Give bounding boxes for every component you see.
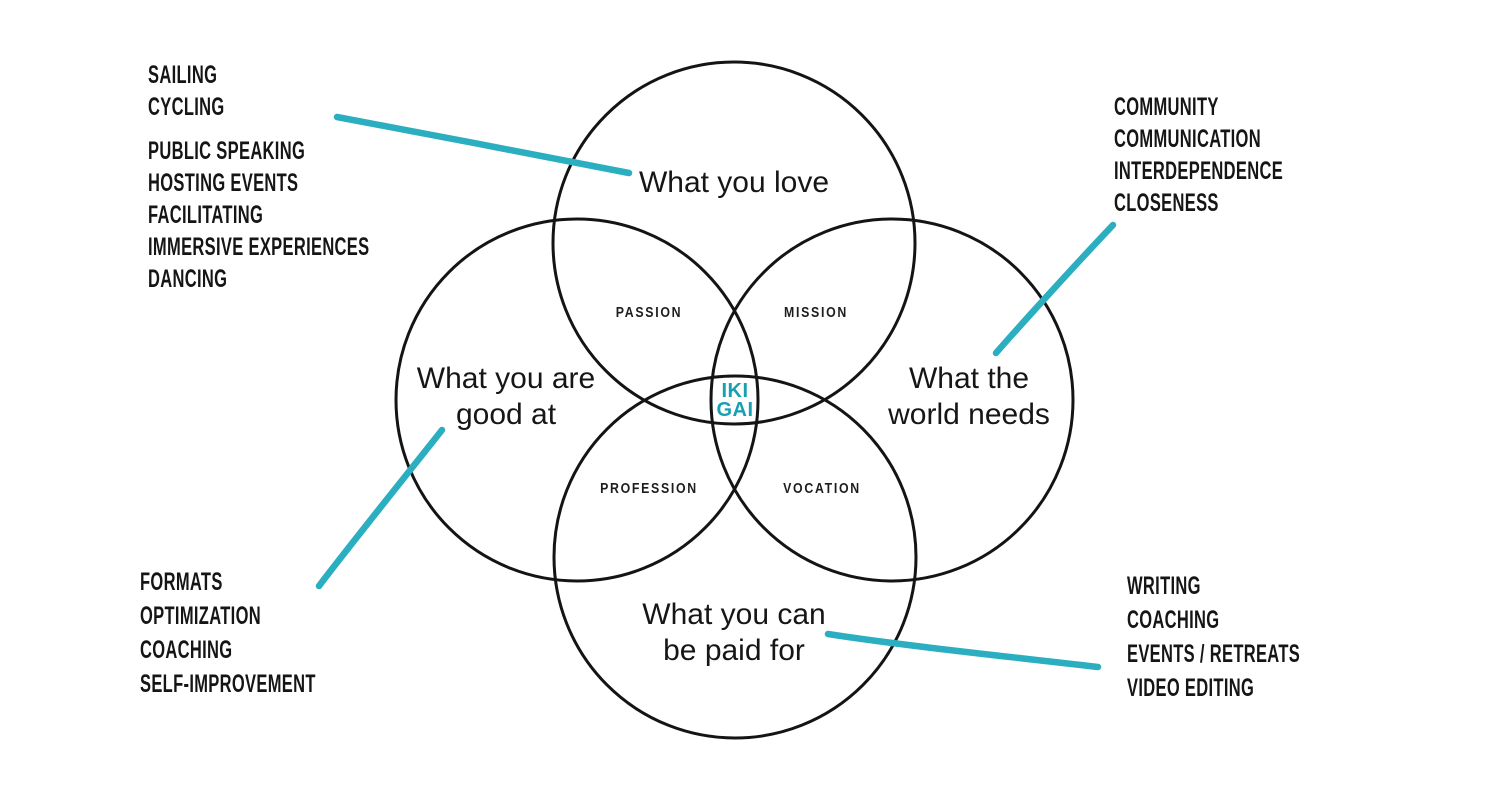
label-what-you-love: What you love [639,165,829,201]
note-item: PUBLIC SPEAKING [148,137,306,165]
note-item: EVENTS / RETREATS [1127,640,1301,668]
note-item: CLOSENESS [1114,189,1219,217]
connector-world-needs-notes [992,221,1117,357]
label-profession: PROFESSION [600,481,698,497]
note-item: VIDEO EDITING [1127,674,1255,702]
label-line: be paid for [663,634,805,667]
note-item: WRITING [1127,572,1201,600]
notes-what-you-are-good-at: FORMATS OPTIMIZATION COACHING SELF-IMPRO… [140,565,316,701]
note-item: DANCING [148,265,228,293]
circle-what-the-world-needs [709,217,1075,583]
label-line: What the [908,362,1030,395]
label-ikigai: IKI GAI [716,380,754,421]
label-what-you-can-be-paid-for: What you can be paid for [642,597,825,669]
note-item: HOSTING EVENTS [148,169,299,197]
ikigai-line-1: IKI [721,380,749,402]
note-item: FACILITATING [148,201,264,229]
label-what-the-world-needs: What the world needs [888,361,1050,433]
note-item: COMMUNICATION [1114,125,1261,153]
label-mission: MISSION [784,305,848,321]
note-item: INTERDEPENDENCE [1114,157,1284,185]
label-line: What you love [638,166,830,199]
note-item: COACHING [140,636,233,664]
label-line: What you can [642,598,826,631]
note-item: COACHING [1127,606,1220,634]
connector-paid-for-notes [824,630,1102,671]
label-what-you-are-good-at: What you are good at [417,361,595,433]
notes-what-you-love: SAILING CYCLING PUBLIC SPEAKING HOSTING … [148,59,369,295]
circle-what-you-can-be-paid-for [552,374,918,740]
note-item: SELF-IMPROVEMENT [140,670,316,698]
note-item: FORMATS [140,568,223,596]
note-item: IMMERSIVE EXPERIENCES [148,233,370,261]
notes-what-you-can-be-paid-for: WRITING COACHING EVENTS / RETREATS VIDEO… [1127,569,1300,705]
label-line: good at [455,398,557,431]
label-line: world needs [888,398,1050,431]
label-vocation: VOCATION [783,481,861,497]
label-line: What you are [416,362,596,395]
note-item: SAILING [148,61,218,89]
circle-what-you-are-good-at [394,217,760,583]
ikigai-line-2: GAI [716,399,754,421]
note-item: COMMUNITY [1114,93,1219,121]
notes-what-the-world-needs: COMMUNITY COMMUNICATION INTERDEPENDENCE … [1114,91,1283,219]
label-passion: PASSION [615,305,683,321]
circle-what-you-love [551,60,917,426]
connector-good-at-notes [315,426,446,590]
note-item: OPTIMIZATION [140,602,261,630]
connector-love-notes [333,113,633,177]
note-item: CYCLING [148,93,225,121]
